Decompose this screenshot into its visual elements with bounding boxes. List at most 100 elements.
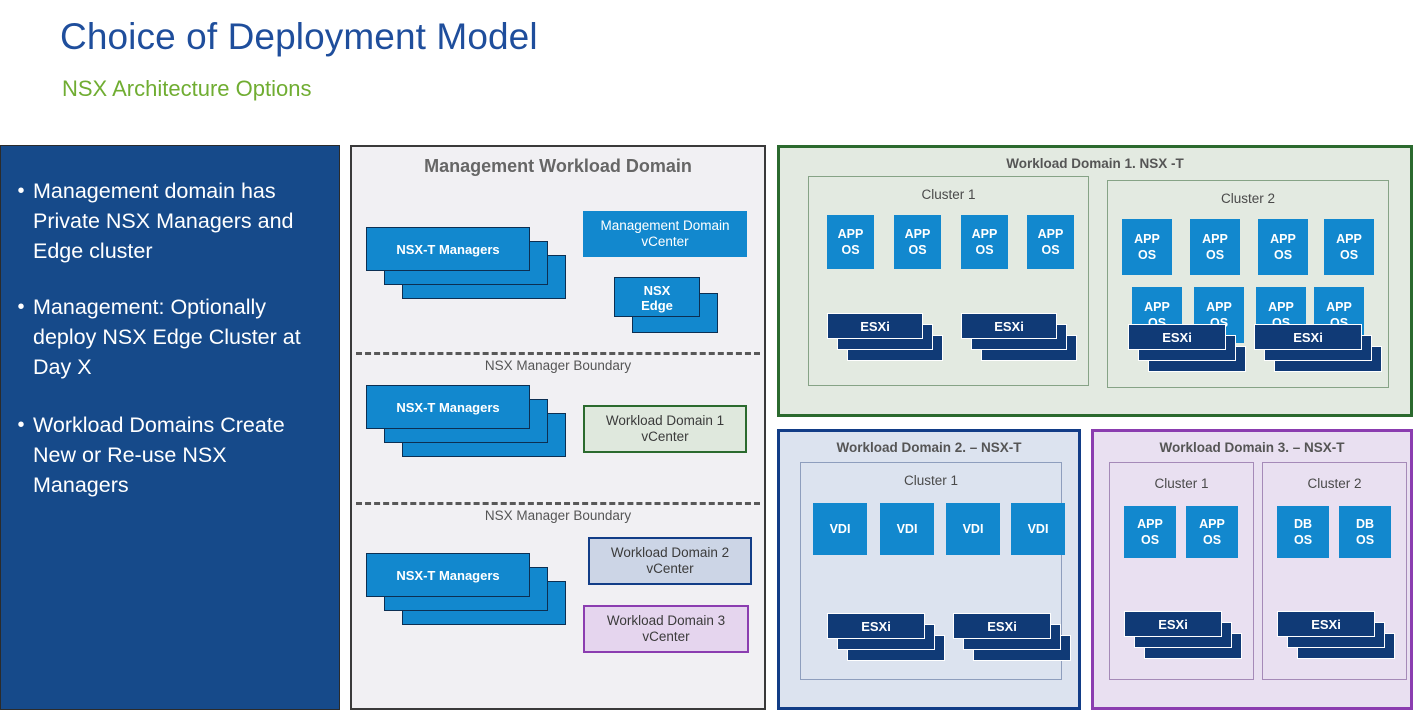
vm-label-line1: VDI	[896, 522, 918, 536]
vm-label-line2: OS	[1041, 243, 1060, 257]
cluster-title: Cluster 1	[1154, 476, 1209, 491]
vcenter-label-line2: vCenter	[641, 234, 689, 249]
vm-box: APP OS	[1186, 506, 1238, 558]
bullet-text: Workload Domains Create New or Re-use NS…	[33, 413, 285, 497]
vm-box: VDI	[880, 503, 934, 555]
vm-box: APP OS	[961, 215, 1008, 269]
stack-layer-front	[827, 613, 925, 639]
wd3-cluster-2: Cluster 2 DB OS DB OS ESXi	[1262, 462, 1407, 680]
vm-box: DB OS	[1277, 506, 1329, 558]
bullet-text: Management domain has Private NSX Manage…	[33, 179, 294, 263]
stack-layer-front	[1128, 324, 1226, 350]
vm-label-line1: DB	[1293, 517, 1313, 531]
nsx-edge-stack: NSX Edge	[614, 277, 724, 341]
wd2-cluster-1: Cluster 1 VDI VDI VDI VDI ESXi	[800, 462, 1071, 680]
workload-domain-1-vcenter-box: Workload Domain 1 vCenter	[583, 405, 747, 453]
vcenter-label-line1: Workload Domain 2	[610, 545, 730, 560]
vm-label-line1: APP	[1206, 300, 1232, 314]
vcenter-label-line1: Workload Domain 3	[606, 613, 726, 628]
stack-layer-front	[961, 313, 1057, 339]
vcenter-label-line1: Management Domain	[600, 218, 730, 233]
bullet-dot-icon: •	[17, 414, 25, 436]
stack-layer-front	[1277, 611, 1375, 637]
list-item: • Workload Domains Create New or Re-use …	[9, 410, 331, 500]
vm-label-line2: OS	[1273, 248, 1293, 262]
vm-label-line1: APP	[1270, 232, 1296, 246]
vm-box: DB OS	[1339, 506, 1391, 558]
vm-label-line2: OS	[1140, 533, 1160, 547]
vm-label-line1: APP	[1137, 517, 1163, 531]
cluster-title: Cluster 2	[1220, 191, 1276, 206]
esxi-label: ESXi	[1311, 617, 1341, 632]
vm-label-line2: OS	[908, 243, 927, 257]
nsx-t-managers-label: NSX-T Managers	[396, 568, 500, 583]
esxi-label: ESXi	[1293, 330, 1323, 345]
vm-box: APP OS	[1122, 219, 1172, 275]
esxi-host-stack: ESXi	[827, 313, 947, 369]
vm-box: APP OS	[894, 215, 941, 269]
vm-label-line1: APP	[1134, 232, 1160, 246]
vm-box: APP OS	[1124, 506, 1176, 558]
esxi-host-stack: ESXi	[827, 613, 947, 669]
vm-box: APP OS	[827, 215, 874, 269]
cluster-title: Cluster 1	[903, 473, 959, 488]
vm-label-line1: APP	[971, 227, 998, 241]
vcenter-label-line2: vCenter	[641, 429, 689, 444]
bullet-dot-icon: •	[17, 180, 25, 202]
vm-label-line1: APP	[1202, 232, 1228, 246]
vm-label-line1: DB	[1355, 517, 1375, 531]
bullet-list: • Management domain has Private NSX Mana…	[9, 176, 331, 526]
vm-box: VDI	[1011, 503, 1065, 555]
workload-domain-3-vcenter-box: Workload Domain 3 vCenter	[583, 605, 749, 653]
vm-label-line2: OS	[1293, 533, 1313, 547]
vm-label-line2: OS	[1137, 248, 1157, 262]
vm-label-line1: APP	[904, 227, 931, 241]
wd1-cluster-2: Cluster 2 APP OS APP OS APP OS APP OS AP…	[1107, 180, 1389, 388]
esxi-host-stack: ESXi	[961, 313, 1081, 369]
bullets-panel: • Management domain has Private NSX Mana…	[0, 145, 340, 710]
vm-label-line2: OS	[841, 243, 860, 257]
vm-label-line2: OS	[1355, 533, 1375, 547]
nsx-edge-label-line1: NSX	[643, 283, 671, 298]
nsx-manager-boundary-line-1	[356, 352, 760, 355]
esxi-label: ESXi	[987, 619, 1017, 634]
stack-layer-front	[366, 227, 530, 271]
vm-label-line2: OS	[1339, 248, 1359, 262]
list-item: • Management domain has Private NSX Mana…	[9, 176, 331, 266]
vm-box: APP OS	[1190, 219, 1240, 275]
esxi-label: ESXi	[1162, 330, 1192, 345]
page-subtitle: NSX Architecture Options	[62, 76, 312, 101]
nsx-t-managers-label: NSX-T Managers	[396, 242, 500, 257]
vm-box: APP OS	[1027, 215, 1074, 269]
vm-label-line2: OS	[1205, 248, 1225, 262]
vm-box: APP OS	[1258, 219, 1308, 275]
stack-layer-front	[366, 385, 530, 429]
vm-label-line1: APP	[1199, 517, 1225, 531]
vm-label-line1: APP	[1268, 300, 1294, 314]
nsx-t-managers-stack-2: NSX-T Managers	[366, 385, 566, 463]
vm-label-line1: APP	[1144, 300, 1170, 314]
nsx-manager-boundary-label-2: NSX Manager Boundary	[484, 508, 632, 523]
esxi-host-stack: ESXi	[1128, 324, 1248, 380]
vm-box: VDI	[813, 503, 867, 555]
esxi-label: ESXi	[1158, 617, 1188, 632]
esxi-host-stack: ESXi	[1277, 611, 1402, 667]
esxi-label: ESXi	[861, 619, 891, 634]
vm-box: VDI	[946, 503, 1000, 555]
stack-layer-front	[953, 613, 1051, 639]
page-title: Choice of Deployment Model	[60, 16, 538, 57]
vm-label-line1: VDI	[962, 522, 984, 536]
bullet-text: Management: Optionally deploy NSX Edge C…	[33, 295, 301, 379]
vm-label-line2: OS	[1202, 533, 1222, 547]
bullet-dot-icon: •	[17, 296, 25, 318]
vm-label-line1: APP	[1336, 232, 1362, 246]
vcenter-label-line1: Workload Domain 1	[605, 413, 725, 428]
workload-domain-2-title: Workload Domain 2. – NSX-T	[836, 440, 1022, 455]
vm-box: APP OS	[1324, 219, 1374, 275]
management-workload-domain-panel: Management Workload Domain NSX-T Manager…	[350, 145, 766, 710]
nsx-t-managers-stack-3: NSX-T Managers	[366, 553, 566, 631]
stack-layer-front	[366, 553, 530, 597]
stack-layer-front	[1254, 324, 1362, 350]
vm-label-line1: VDI	[829, 522, 851, 536]
stack-layer-front	[827, 313, 923, 339]
